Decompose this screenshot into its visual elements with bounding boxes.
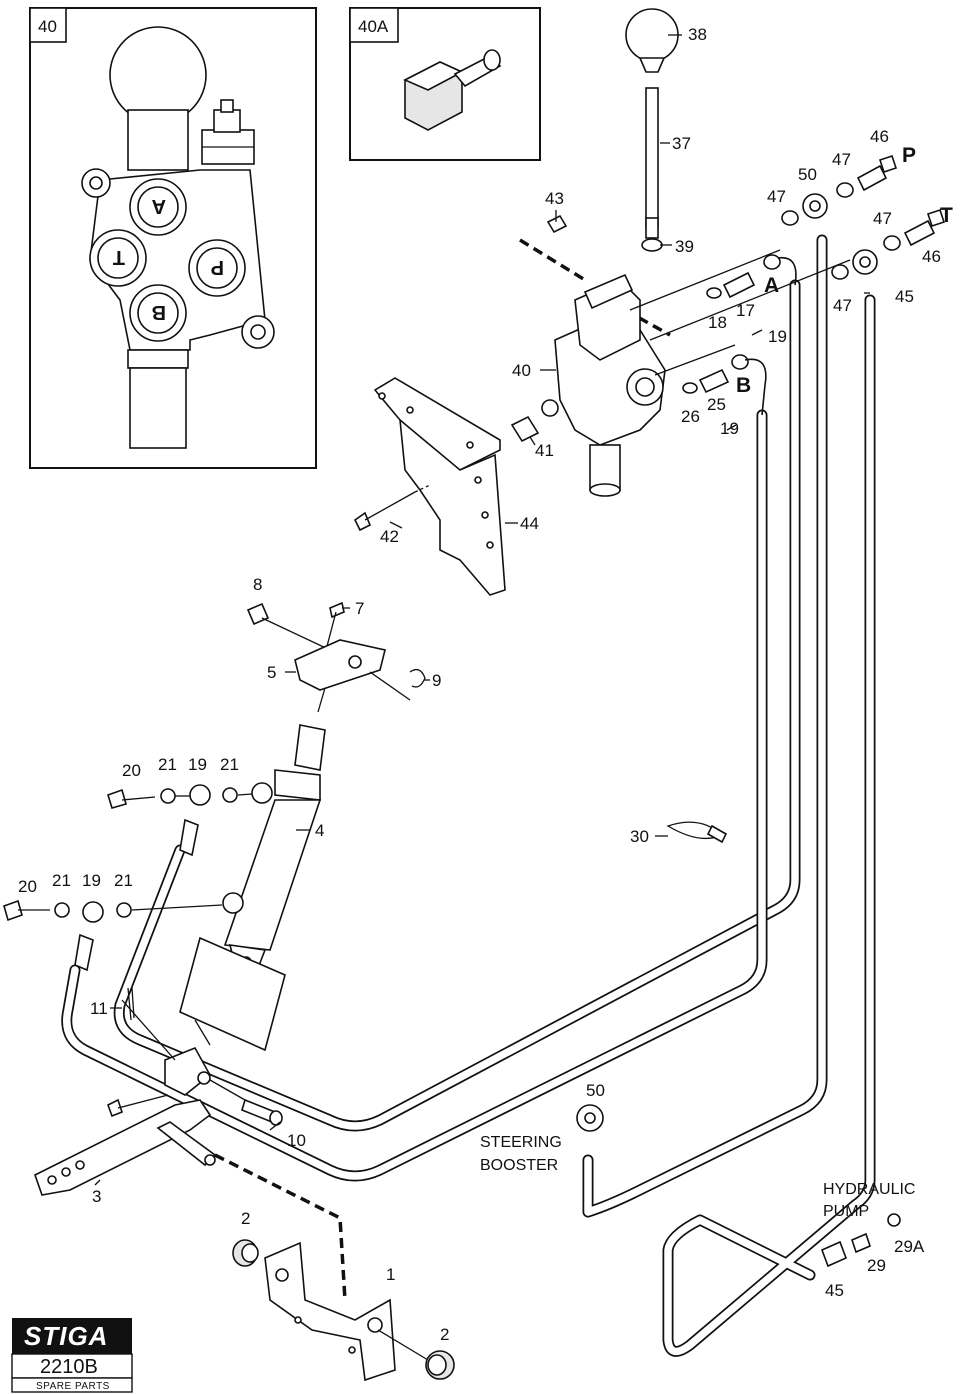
callout-45b: 45 (825, 1281, 844, 1300)
mounting-bracket (353, 377, 506, 596)
callout-1: 1 (386, 1265, 395, 1284)
inset-40-label: 40 (38, 17, 57, 36)
callout-21b: 21 (220, 755, 239, 774)
lift-cylinder-assembly (3, 601, 728, 1052)
callout-47c: 47 (873, 209, 892, 228)
hydraulic-pump-line1: HYDRAULIC (823, 1181, 915, 1198)
callout-7: 7 (355, 599, 364, 618)
callout-2b: 2 (440, 1325, 449, 1344)
callout-18: 18 (708, 313, 727, 332)
hydraulic-hoses (61, 234, 876, 1357)
callout-46a: 46 (870, 127, 889, 146)
callout-46b: 46 (922, 247, 941, 266)
callout-50a: 50 (798, 165, 817, 184)
callout-39: 39 (675, 237, 694, 256)
callout-47a: 47 (832, 150, 851, 169)
callout-38: 38 (688, 25, 707, 44)
callout-47b: 47 (767, 187, 786, 206)
callout-11: 11 (90, 999, 108, 1018)
callout-41: 41 (535, 441, 554, 460)
callout-20a: 20 (122, 761, 141, 780)
callout-42: 42 (380, 527, 399, 546)
inset-40-valve-detail: 40 A T P B (29, 7, 317, 469)
control-valve-assembly (510, 8, 946, 497)
callout-43: 43 (545, 189, 564, 208)
callout-5: 5 (267, 663, 276, 682)
callout-2a: 2 (241, 1209, 250, 1228)
inset-40a-switch-detail: 40A (349, 7, 541, 161)
callout-A: A (764, 274, 779, 297)
callout-21a: 21 (158, 755, 177, 774)
callout-37: 37 (672, 134, 691, 153)
brand-block: STIGA 2210B SPARE PARTS (11, 1318, 133, 1393)
callout-29: 29 (867, 1256, 886, 1275)
callout-9: 9 (432, 671, 441, 690)
inset-40a-label: 40A (358, 17, 389, 36)
callout-3: 3 (92, 1187, 101, 1206)
callout-20b: 20 (18, 877, 37, 896)
steering-booster-line1: STEERING (480, 1134, 562, 1151)
callout-26: 26 (681, 407, 700, 426)
callout-P: P (902, 144, 916, 167)
callout-T: T (940, 204, 953, 227)
hydraulic-pump-line2: PUMP (823, 1203, 869, 1220)
callout-50b: 50 (586, 1081, 605, 1100)
callout-19d: 19 (82, 871, 101, 890)
callout-30: 30 (630, 827, 649, 846)
port-A-label: A (152, 195, 166, 217)
callout-47d: 47 (833, 296, 852, 315)
callout-17: 17 (736, 301, 755, 320)
callout-29a: 29A (894, 1237, 925, 1256)
callout-25: 25 (707, 395, 726, 414)
callout-21c: 21 (52, 871, 71, 890)
callout-21d: 21 (114, 871, 133, 890)
callout-8: 8 (253, 575, 262, 594)
spare-parts-label: SPARE PARTS (36, 1381, 110, 1392)
steering-booster-line2: BOOSTER (480, 1157, 558, 1174)
callout-leader-lines (94, 34, 870, 1186)
callout-40: 40 (512, 361, 531, 380)
callout-10: 10 (287, 1131, 306, 1150)
port-B-label: B (152, 301, 166, 323)
callout-44: 44 (520, 514, 539, 533)
callout-numbers: 38 37 39 43 46 P 47 50 47 47 T 46 A 45 4… (18, 25, 953, 1344)
callout-45a: 45 (895, 287, 914, 306)
port-P-label: P (211, 256, 224, 278)
model-number: 2210B (40, 1356, 98, 1378)
callout-4: 4 (315, 821, 324, 840)
callout-19c: 19 (188, 755, 207, 774)
stiga-logo: STIGA (24, 1321, 108, 1351)
port-T-label: T (113, 246, 125, 268)
lift-linkage (34, 987, 901, 1382)
callout-B: B (736, 374, 751, 397)
callout-19b: 19 (720, 419, 739, 438)
callout-19a: 19 (768, 327, 787, 346)
